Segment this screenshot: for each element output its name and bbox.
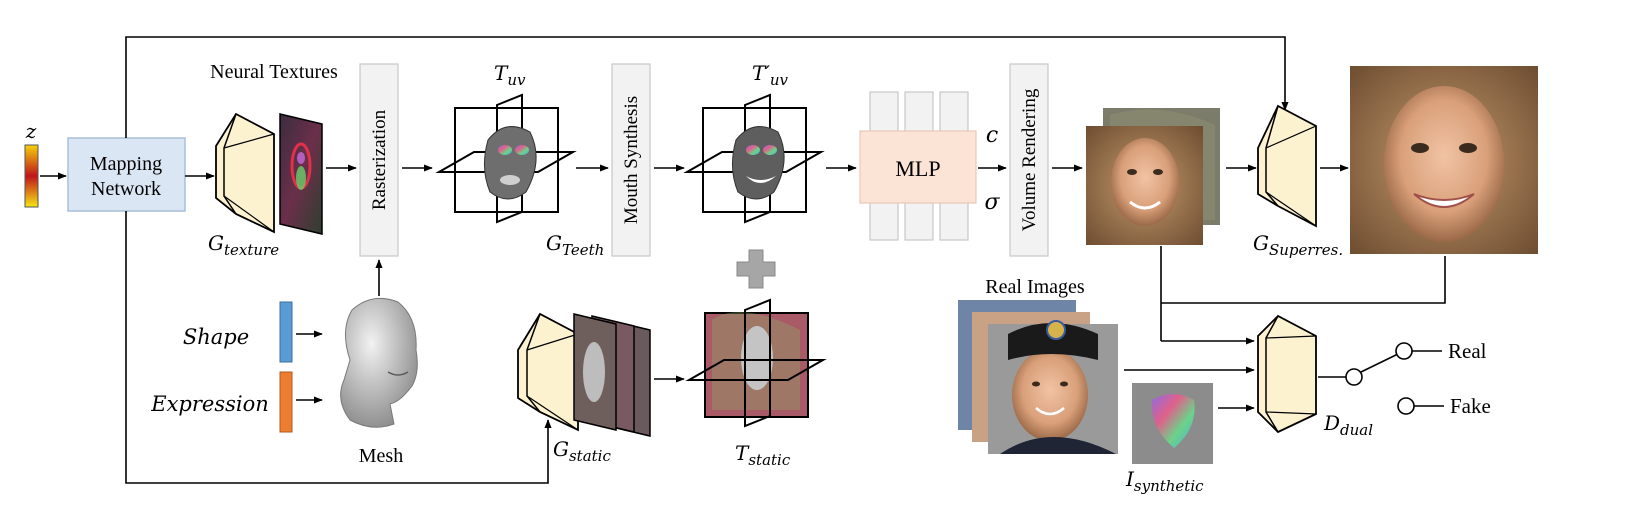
g-texture-generator	[215, 112, 275, 234]
shape-code-bar	[279, 301, 293, 363]
fake-terminal-node	[1397, 397, 1415, 415]
t-uv-prime-triplane	[683, 93, 825, 224]
d-dual-label: Ddual	[1323, 411, 1373, 439]
t-uv-label: Tuv	[494, 61, 526, 89]
mouth-synthesis-block	[611, 63, 651, 257]
g-static-label: Gstatic	[553, 437, 611, 465]
g-superres-generator	[1257, 104, 1317, 228]
arrow-mapping-to-superres	[125, 36, 1289, 138]
volume-rendering-label: Volume Rendering	[1019, 88, 1040, 231]
volume-rendering-block	[1009, 63, 1049, 257]
g-texture-label: Gtexture	[208, 231, 279, 259]
z-latent-bar	[24, 144, 39, 208]
d-dual-discriminator	[1257, 314, 1317, 434]
fake-output-label: Fake	[1450, 394, 1491, 418]
line-highres-down	[1161, 256, 1446, 304]
expression-code-bar	[279, 371, 293, 433]
high-res-output-image	[1350, 66, 1538, 254]
z-label: z	[25, 119, 37, 143]
synthetic-image	[1132, 383, 1213, 464]
real-images-stack	[958, 300, 1118, 454]
mouth-synthesis-label: Mouth Synthesis	[621, 96, 642, 224]
mapping-label-line2: Network	[91, 178, 161, 200]
g-static-generator	[517, 312, 579, 432]
t-static-triplane	[685, 298, 827, 428]
neural-texture-image	[279, 113, 323, 235]
rasterization-label: Rasterization	[369, 109, 390, 210]
g-teeth-label: GTeeth	[546, 231, 604, 259]
static-texture-stack	[573, 313, 651, 437]
mlp-block	[859, 91, 977, 241]
switch-lever	[1360, 353, 1399, 373]
real-output-label: Real	[1448, 339, 1487, 363]
mesh-head-image	[340, 297, 418, 428]
mesh-label: Mesh	[359, 445, 403, 467]
arrow-mapping-to-gstatic	[125, 211, 552, 484]
low-res-render-image	[1086, 108, 1220, 245]
plus-icon	[736, 249, 776, 289]
expression-label: Expression	[150, 392, 269, 416]
mapping-label-line1: Mapping	[90, 153, 162, 175]
neural-textures-label: Neural Textures	[210, 61, 338, 83]
real-images-label: Real Images	[985, 276, 1085, 298]
rasterization-block	[359, 63, 399, 257]
shape-label: Shape	[183, 325, 249, 349]
sigma-label: σ	[984, 190, 1000, 215]
t-static-label: Tstatic	[735, 441, 791, 469]
real-terminal-node	[1395, 342, 1413, 360]
i-synthetic-label: Isynthetic	[1125, 467, 1204, 495]
mlp-label: MLP	[895, 156, 940, 181]
switch-pivot-node	[1345, 368, 1363, 386]
g-superres-label: GSuperres.	[1253, 231, 1343, 259]
t-uv-prime-label: T′uv	[752, 61, 789, 89]
t-uv-triplane	[435, 93, 577, 224]
color-c-label: c	[986, 123, 998, 148]
